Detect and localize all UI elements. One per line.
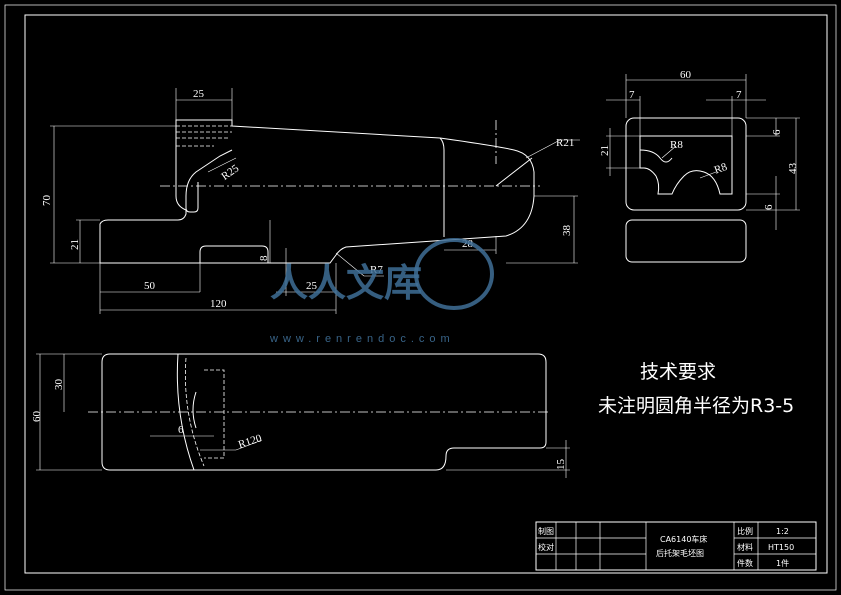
tb-label-draw: 制图 xyxy=(538,526,554,536)
dim-side-7b: 7 xyxy=(736,89,742,101)
dim-front-50: 50 xyxy=(144,280,156,292)
dim-front-25: 25 xyxy=(193,88,205,100)
dim-top-6: 6 xyxy=(178,424,184,436)
dim-front-21: 21 xyxy=(69,239,81,250)
front-view xyxy=(50,88,580,314)
dim-top-60: 60 xyxy=(31,411,43,423)
inner-border xyxy=(24,14,828,574)
dim-side-r8a: R8 xyxy=(670,139,683,151)
outer-border xyxy=(4,4,837,591)
top-view xyxy=(36,353,570,478)
dim-front-8: 8 xyxy=(258,255,270,261)
dim-top-r120: R120 xyxy=(237,432,264,451)
dim-top-15: 15 xyxy=(555,459,567,471)
dim-side-43: 43 xyxy=(787,163,799,175)
dim-side-7a: 7 xyxy=(629,89,635,101)
tb-scale-value: 1:2 xyxy=(776,527,789,536)
watermark-text: 人人文库 xyxy=(270,261,422,305)
dim-front-r25: R25 xyxy=(219,162,241,183)
dim-side-6a: 6 xyxy=(771,129,783,135)
tb-scale-label: 比例 xyxy=(737,526,753,536)
dim-side-r8b: R8 xyxy=(713,161,730,177)
dim-side-6b: 6 xyxy=(763,204,775,210)
title-block xyxy=(535,521,817,571)
notes-line1: 未注明圆角半径为R3-5 xyxy=(598,395,794,417)
dim-top-30: 30 xyxy=(53,379,65,391)
dim-front-r7: R7 xyxy=(370,264,383,276)
tb-count-label: 件数 xyxy=(737,558,753,568)
dim-front-120: 120 xyxy=(210,298,227,310)
dim-side-21: 21 xyxy=(599,145,611,156)
side-view xyxy=(606,74,800,263)
watermark-url: www.renrendoc.com xyxy=(269,333,455,345)
dim-front-70: 70 xyxy=(41,195,53,207)
dim-front-38: 38 xyxy=(561,225,573,237)
tb-part-name-1: CA6140车床 xyxy=(660,534,707,544)
notes-heading: 技术要求 xyxy=(640,361,716,383)
tb-part-name-2: 后托架毛坯图 xyxy=(656,548,704,558)
dim-front-25b: 25 xyxy=(306,280,318,292)
watermark-logo xyxy=(414,238,494,310)
tb-material-value: HT150 xyxy=(768,543,794,552)
dim-side-60: 60 xyxy=(680,69,692,81)
tb-count-value: 1件 xyxy=(776,558,789,568)
dim-front-r21: R21 xyxy=(556,137,574,149)
tb-label-check: 校对 xyxy=(538,542,554,552)
tb-material-label: 材料 xyxy=(737,542,753,552)
